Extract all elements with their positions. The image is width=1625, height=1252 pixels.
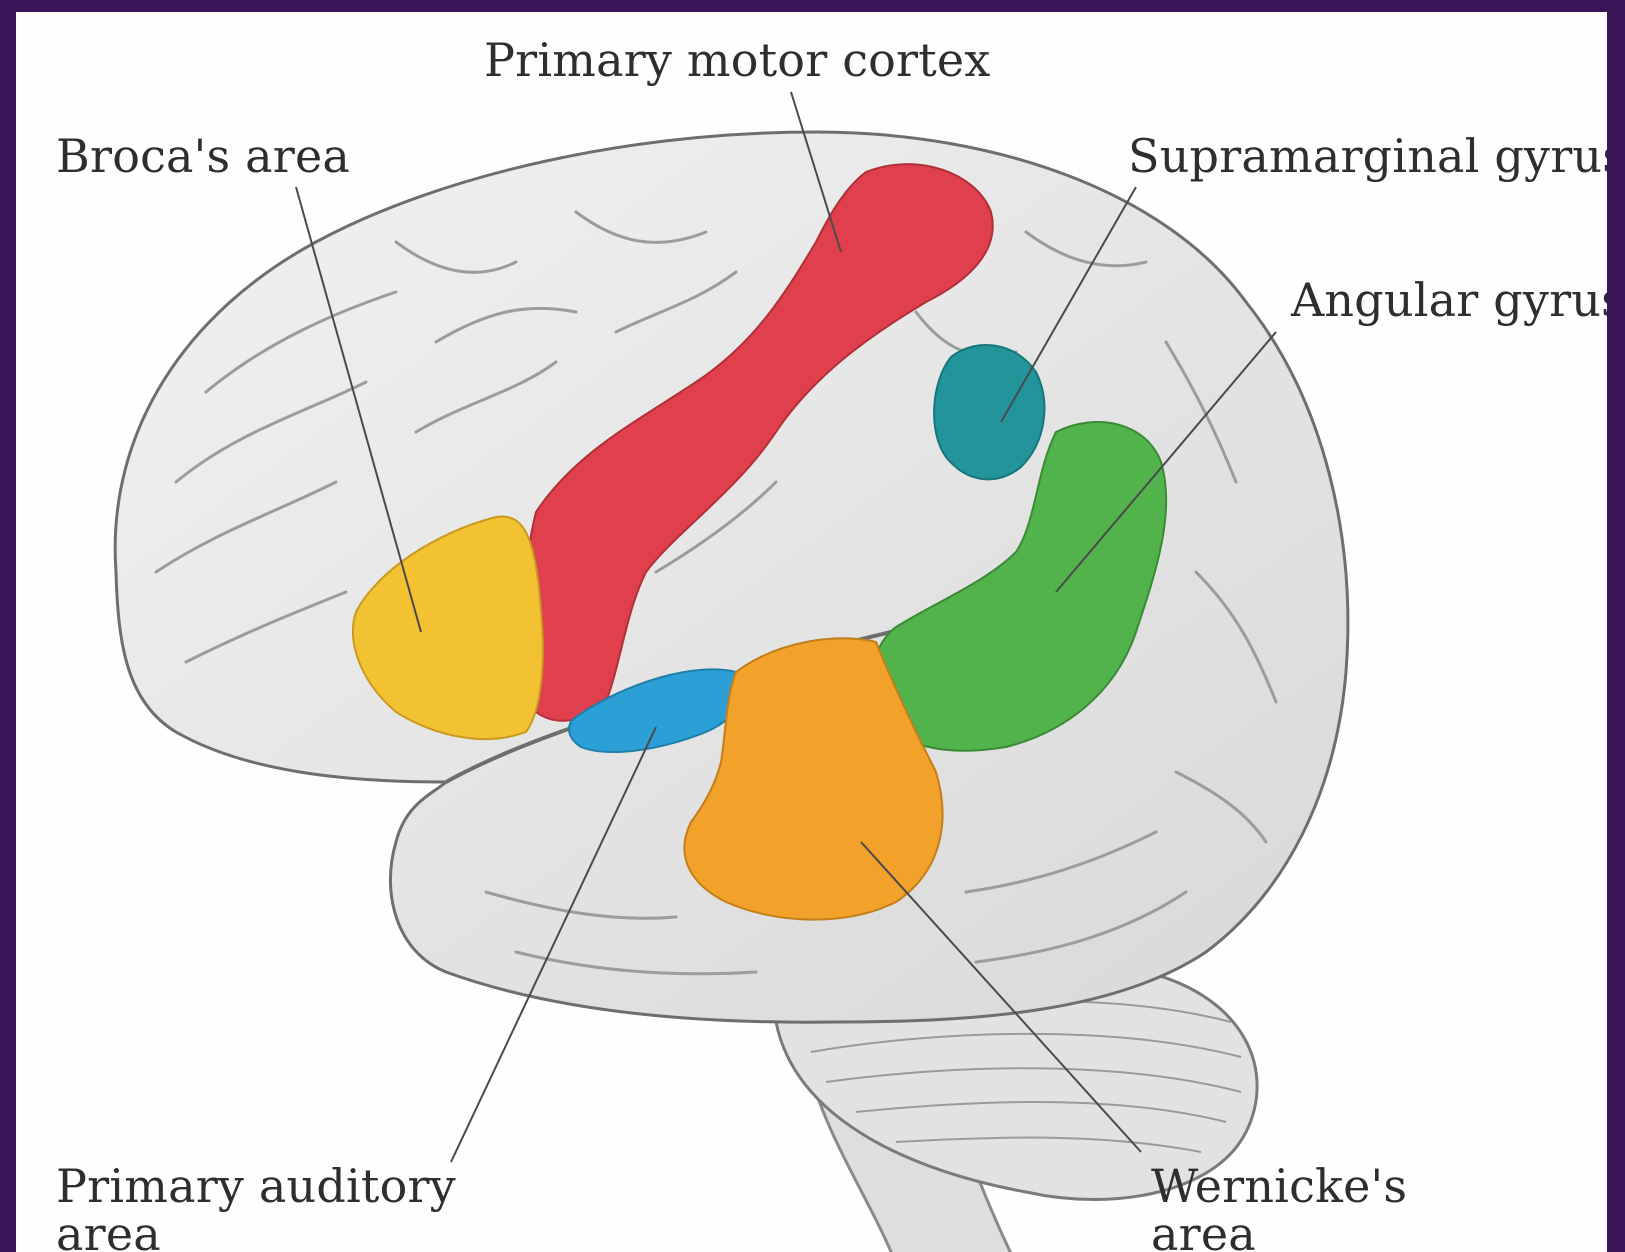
- label-angular-gyrus: Angular gyrus: [1291, 274, 1625, 326]
- brain-diagram: [16, 12, 1625, 1252]
- label-primary-auditory-area: Primary auditory area: [56, 1162, 456, 1252]
- label-primary-motor-cortex: Primary motor cortex: [484, 34, 991, 86]
- label-supramarginal-gyrus: Supramarginal gyrus: [1128, 130, 1625, 182]
- label-brocas-area: Broca's area: [56, 130, 350, 182]
- label-wernickes-area: Wernicke's area: [1151, 1162, 1407, 1252]
- region-supramarginal-gyrus: [934, 345, 1044, 479]
